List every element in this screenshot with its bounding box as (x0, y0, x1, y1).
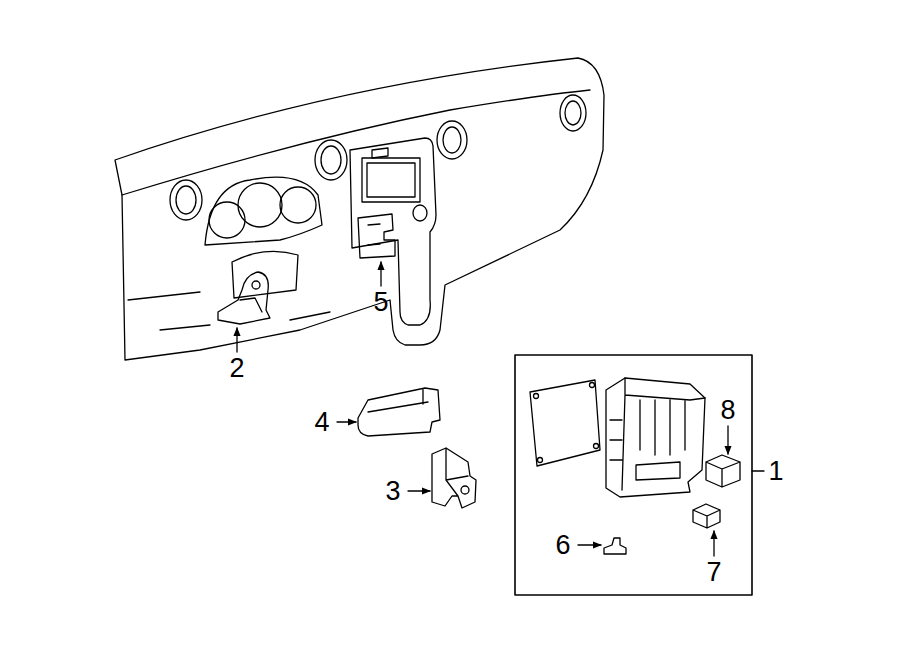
part-2-bracket (218, 272, 270, 324)
callout-number: 1 (767, 458, 784, 485)
callout-number: 7 (705, 559, 722, 586)
gauge (280, 187, 316, 223)
screw (538, 458, 543, 463)
fuse-block-detail (610, 378, 705, 490)
callout-number: 3 (384, 478, 401, 505)
part-5-bracket (358, 214, 395, 258)
screw (590, 383, 595, 388)
display (362, 158, 420, 202)
leader-5 (380, 262, 381, 286)
leader-arrows (237, 262, 728, 556)
leader-8 (727, 426, 728, 454)
vent (565, 101, 581, 125)
center-bezel (350, 138, 436, 325)
leader-6 (578, 544, 601, 545)
relay-7 (693, 504, 720, 528)
leader-4 (337, 421, 356, 422)
cluster-hood (205, 177, 322, 245)
dash-top-edge (122, 90, 590, 195)
vent (443, 127, 461, 153)
vent (170, 180, 202, 220)
vent (321, 146, 341, 174)
part-2-hole (252, 281, 260, 289)
loose-parts (358, 388, 476, 508)
gauge (238, 183, 282, 227)
fuse-block (606, 378, 705, 497)
display-tab (372, 148, 388, 158)
vent (560, 95, 586, 131)
part-3-bracket (432, 448, 476, 508)
leader-2 (236, 328, 237, 352)
vent (315, 140, 347, 180)
part-4-bracket (358, 388, 440, 436)
knob (413, 205, 427, 221)
gauge (209, 202, 245, 238)
callout-number: 8 (719, 397, 736, 424)
callout-number: 4 (313, 409, 330, 436)
dash-lower-edge (128, 292, 330, 330)
leader-7 (713, 531, 714, 556)
callout-number: 2 (228, 355, 245, 382)
relay-8 (706, 455, 740, 487)
part-3-hole (461, 486, 469, 494)
screw (594, 444, 599, 449)
leader-3 (408, 490, 430, 491)
dash-outline (115, 58, 604, 360)
group-frame (515, 355, 752, 595)
instrument-panel (115, 58, 604, 360)
cover-plate (530, 380, 600, 466)
group-leader (752, 470, 764, 471)
callout-number: 6 (554, 532, 571, 559)
display-inner (367, 163, 415, 197)
clip-6 (604, 538, 626, 554)
screw (534, 394, 539, 399)
vent (437, 121, 467, 159)
vent (176, 186, 196, 214)
junction-block-group (515, 355, 764, 595)
callout-number: 5 (372, 289, 389, 316)
